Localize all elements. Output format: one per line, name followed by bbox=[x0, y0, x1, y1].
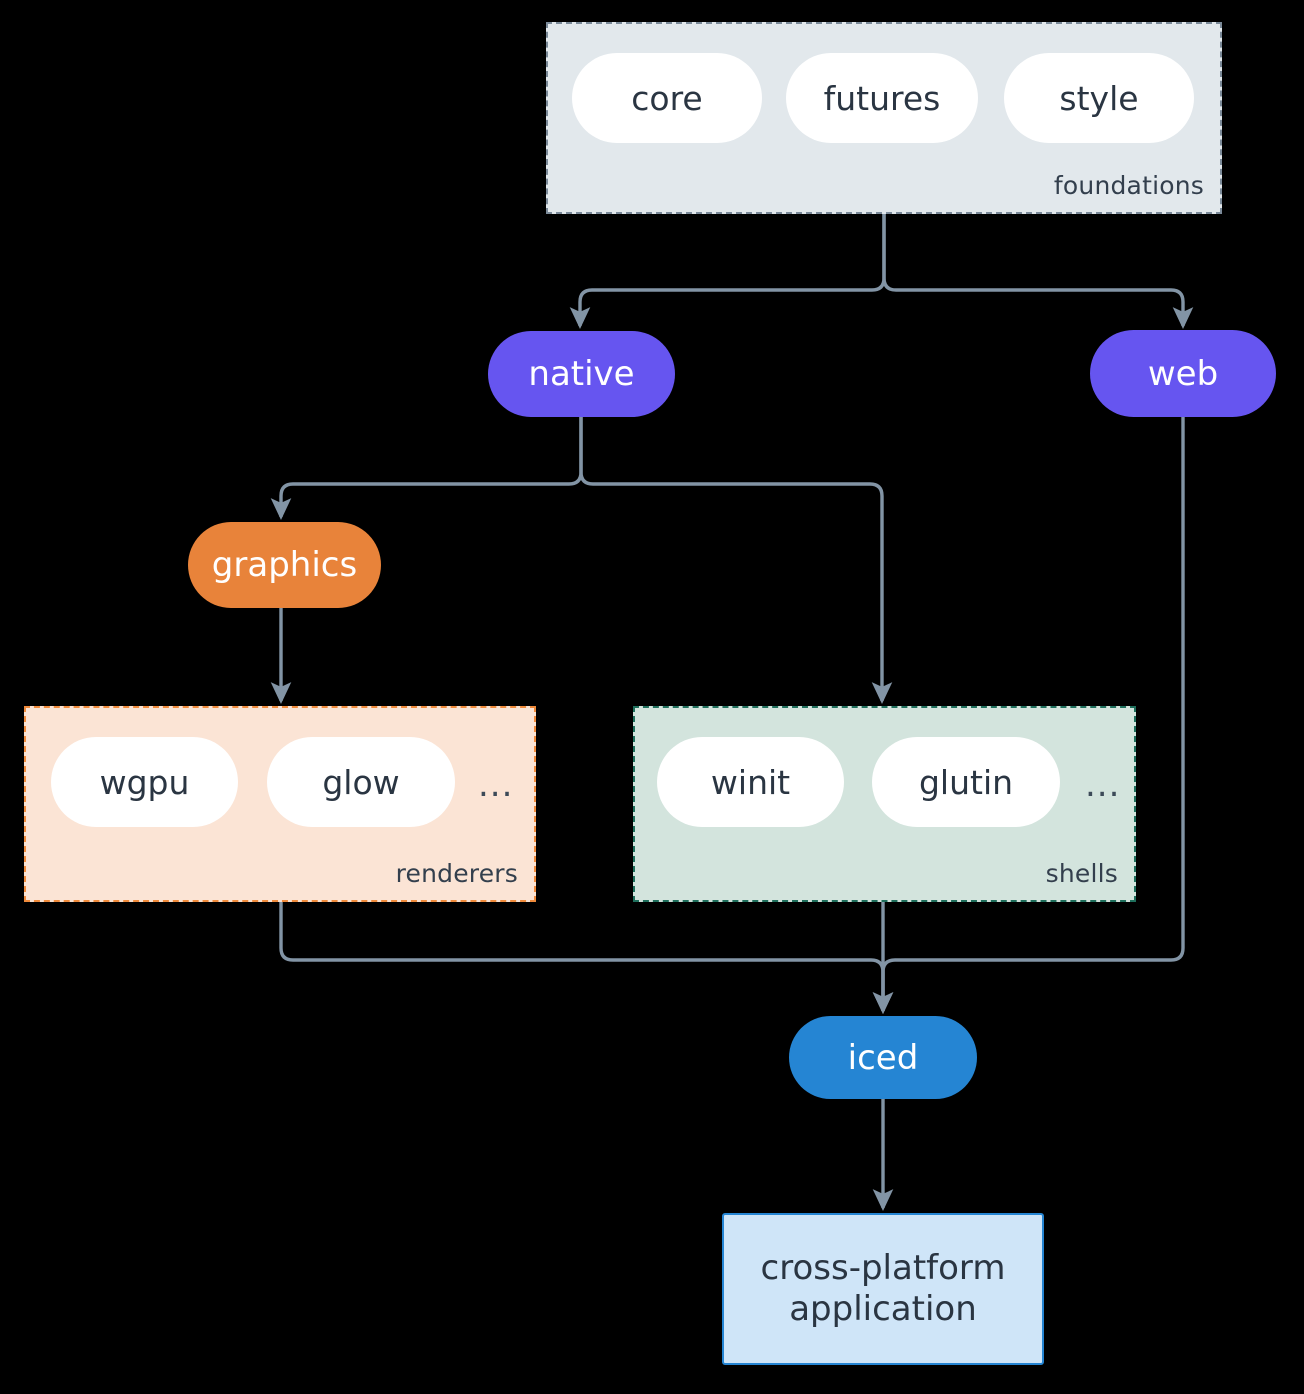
shells-more-ellipsis: ... bbox=[1085, 765, 1121, 805]
cluster-renderers-label: renderers bbox=[395, 859, 518, 888]
edge-native-graphics bbox=[270, 417, 583, 520]
node-glow[interactable]: glow bbox=[267, 737, 455, 827]
renderers-more-ellipsis: ... bbox=[478, 765, 514, 805]
edge-renderers-iced bbox=[279, 902, 894, 1014]
node-glutin[interactable]: glutin bbox=[872, 737, 1060, 827]
node-style[interactable]: style bbox=[1004, 53, 1194, 143]
node-graphics[interactable]: graphics bbox=[188, 522, 381, 608]
node-winit[interactable]: winit bbox=[657, 737, 844, 827]
node-web[interactable]: web bbox=[1090, 330, 1276, 417]
node-iced[interactable]: iced bbox=[789, 1016, 977, 1099]
edge-foundations-native bbox=[569, 214, 886, 329]
edge-native-shells bbox=[579, 417, 893, 704]
node-core[interactable]: core bbox=[572, 53, 762, 143]
cluster-foundations-label: foundations bbox=[1053, 171, 1204, 200]
edge-web-iced bbox=[872, 417, 1185, 1014]
node-futures[interactable]: futures bbox=[786, 53, 978, 143]
edge-foundations-web bbox=[882, 214, 1194, 329]
app-label-line-2: application bbox=[789, 1289, 977, 1329]
node-wgpu[interactable]: wgpu bbox=[51, 737, 238, 827]
app-label-line-1: cross-platform bbox=[760, 1247, 1006, 1288]
node-native[interactable]: native bbox=[488, 331, 675, 417]
node-cross-platform-application[interactable]: cross-platform application bbox=[722, 1213, 1044, 1365]
cluster-shells-label: shells bbox=[1045, 859, 1118, 888]
